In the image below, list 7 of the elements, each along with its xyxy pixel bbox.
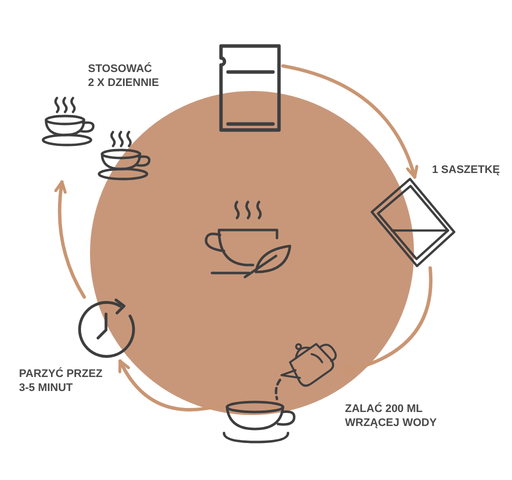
instruction-text: ZALAĆ 200 ML WRZĄCEJ WODY: [345, 402, 437, 430]
instruction-text: 1 SASZETKĘ: [432, 163, 500, 177]
curved-arrow: [340, 266, 432, 376]
curved-arrow: [54, 180, 86, 299]
instruction-text: PARZYĆ PRZEZ 3-5 MINUT: [19, 367, 103, 395]
curved-arrow: [281, 64, 418, 179]
instruction-text: STOSOWAĆ 2 X DZIENNIE: [88, 62, 159, 90]
